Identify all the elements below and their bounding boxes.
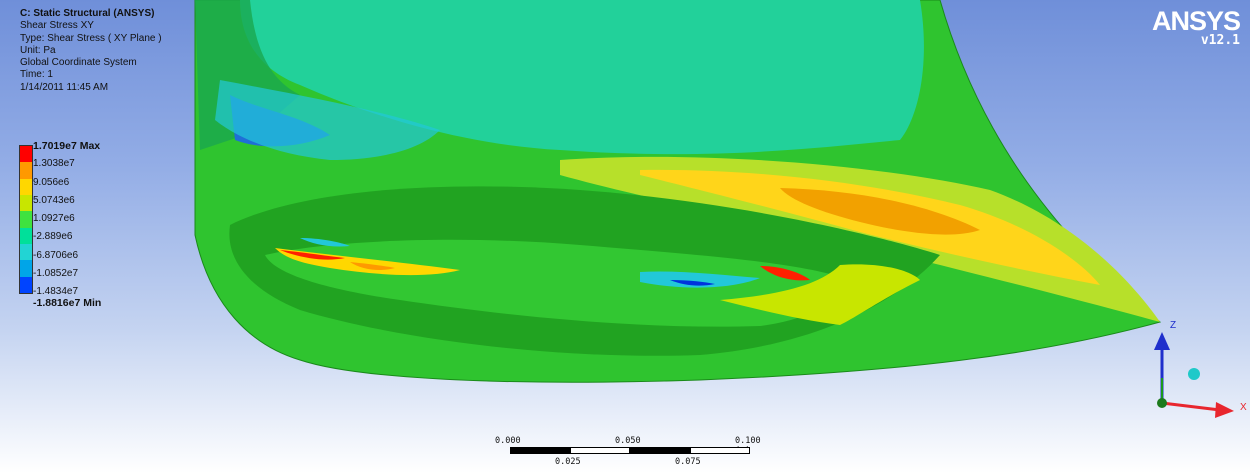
triad-graphic	[1154, 332, 1234, 418]
legend-value: 5.0743e6	[33, 194, 75, 206]
legend-swatch	[20, 276, 32, 293]
legend-min[interactable]: -1.8816e7 Min	[33, 296, 102, 309]
legend-value: 1.3038e7	[33, 158, 75, 170]
legend-swatch	[20, 194, 32, 212]
axis-label-x: X	[1240, 402, 1247, 413]
result-unit: Unit: Pa	[20, 44, 56, 56]
legend-swatch	[20, 211, 32, 228]
scale-label: 0.025	[555, 457, 581, 467]
axis-triad[interactable]: Z X	[1150, 318, 1250, 428]
cavity-inner	[265, 239, 850, 327]
streak-darkblue	[670, 280, 715, 286]
legend-swatch	[20, 178, 32, 195]
result-info-panel: C: Static Structural (ANSYS) Shear Stres…	[20, 8, 162, 94]
legend-value: -1.4834e7	[33, 286, 79, 298]
fin-yellow-band	[640, 169, 1100, 285]
legend-swatch	[20, 260, 32, 277]
legend-swatch	[20, 146, 32, 163]
tab-yellow	[720, 264, 920, 325]
streak-cyan-left	[300, 238, 350, 247]
legend-color-bar[interactable]	[19, 145, 33, 294]
result-date: 1/14/2011 11:45 AM	[20, 81, 109, 93]
coordinate-system: Global Coordinate System	[20, 57, 137, 69]
result-name: Shear Stress XY	[20, 20, 94, 32]
ansys-logo: ANSYS v12.1	[1151, 6, 1241, 48]
streak-right-red	[760, 266, 810, 281]
result-time: Time: 1	[20, 69, 53, 81]
stress-patch-cyan	[215, 80, 440, 160]
legend-value: -6.8706e6	[33, 249, 79, 261]
legend-max[interactable]: 1.7019e7 Max	[33, 140, 101, 152]
scale-segment	[570, 447, 630, 454]
legend-value: -1.0852e7	[33, 268, 79, 280]
scale-bar: 0.000 0.050 0.100 (m) 0.025 0.075	[490, 436, 780, 472]
legend-swatch	[20, 162, 32, 179]
scale-segment	[510, 447, 570, 454]
streak-red	[280, 250, 345, 260]
axis-label-z: Z	[1170, 320, 1177, 331]
analysis-title: C: Static Structural (ANSYS)	[20, 8, 155, 19]
scale-label: 0.075	[675, 457, 701, 467]
legend-swatch	[20, 243, 32, 261]
logo-version: v12.1	[1200, 33, 1240, 48]
legend-value: -2.889e6	[33, 231, 73, 243]
streak-orange	[350, 262, 395, 270]
scale-label: 0.050	[615, 436, 641, 446]
legend-value: 9.056e6	[33, 176, 70, 188]
upper-region	[240, 0, 924, 155]
scale-label: 0.000	[495, 436, 521, 446]
streak-blue	[640, 271, 760, 288]
streak-yellow	[275, 248, 460, 276]
logo-brand: ANSYS	[1151, 6, 1241, 36]
scale-segment	[690, 447, 750, 454]
legend-value: 1.0927e6	[33, 213, 75, 225]
result-type: Type: Shear Stress ( XY Plane )	[20, 32, 162, 44]
scale-segment	[630, 447, 690, 454]
fin-orange-band	[780, 188, 980, 235]
legend-swatch	[20, 227, 32, 244]
